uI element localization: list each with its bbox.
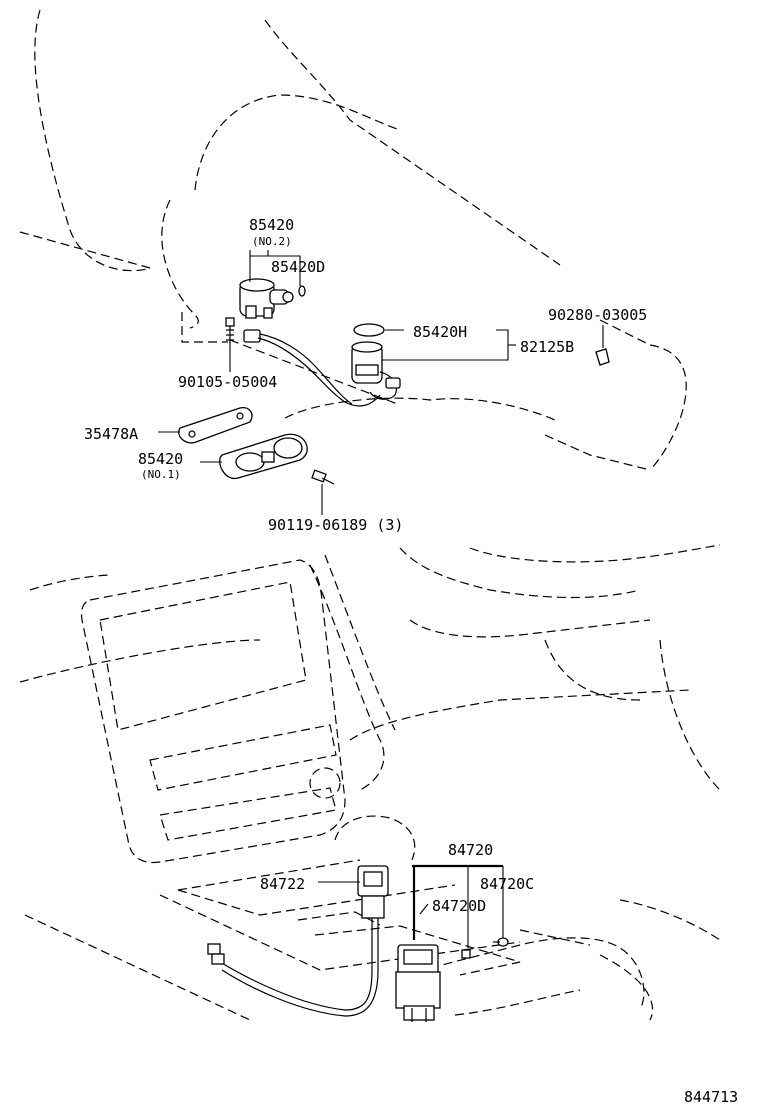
washer-pump-no2	[239, 278, 294, 319]
lower-leaders	[318, 864, 504, 948]
gasket-35478a	[178, 407, 253, 444]
grommet-85420d	[298, 285, 306, 297]
lower-interior-outline	[19, 544, 721, 791]
label-90280-03005: 90280-03005	[548, 306, 647, 324]
catalog-number: 844713	[684, 1088, 738, 1106]
harness-84722	[207, 865, 389, 1017]
part-labels: 85420 (NO.2) 85420D 90105-05004 85420H 8…	[84, 216, 738, 1106]
label-90119-06189: 90119-06189 (3)	[268, 516, 403, 534]
label-85420-no2: 85420	[249, 216, 294, 234]
label-85420-no1: 85420	[138, 450, 183, 468]
label-90105-05004: 90105-05004	[178, 373, 277, 391]
upper-leaders	[158, 250, 604, 515]
console-panel	[80, 554, 396, 864]
connector-82125b	[351, 341, 401, 400]
label-85420h: 85420H	[413, 323, 467, 341]
washer-cap-85420h	[353, 323, 385, 337]
screw-90119	[311, 469, 335, 485]
label-35478a: 35478A	[84, 425, 138, 443]
label-84720c: 84720C	[480, 875, 534, 893]
spacer-84720d	[461, 949, 471, 959]
label-85420-no2-note: (NO.2)	[252, 235, 292, 248]
label-85420-no1-note: (NO.1)	[141, 468, 181, 481]
upper-body-outline	[19, 9, 687, 471]
clip-90280	[595, 348, 610, 366]
label-84722: 84722	[260, 875, 305, 893]
label-85420d: 85420D	[271, 258, 325, 276]
shift-console-area	[24, 815, 721, 1021]
bolt-90105	[225, 317, 235, 345]
label-82125b: 82125B	[520, 338, 574, 356]
label-84720d: 84720D	[432, 897, 486, 915]
wire-harness-upper	[243, 329, 381, 407]
switch-84720	[395, 944, 441, 1022]
washer-pump-no1	[219, 433, 308, 480]
clip-84720c	[493, 937, 509, 947]
label-84720: 84720	[448, 841, 493, 859]
